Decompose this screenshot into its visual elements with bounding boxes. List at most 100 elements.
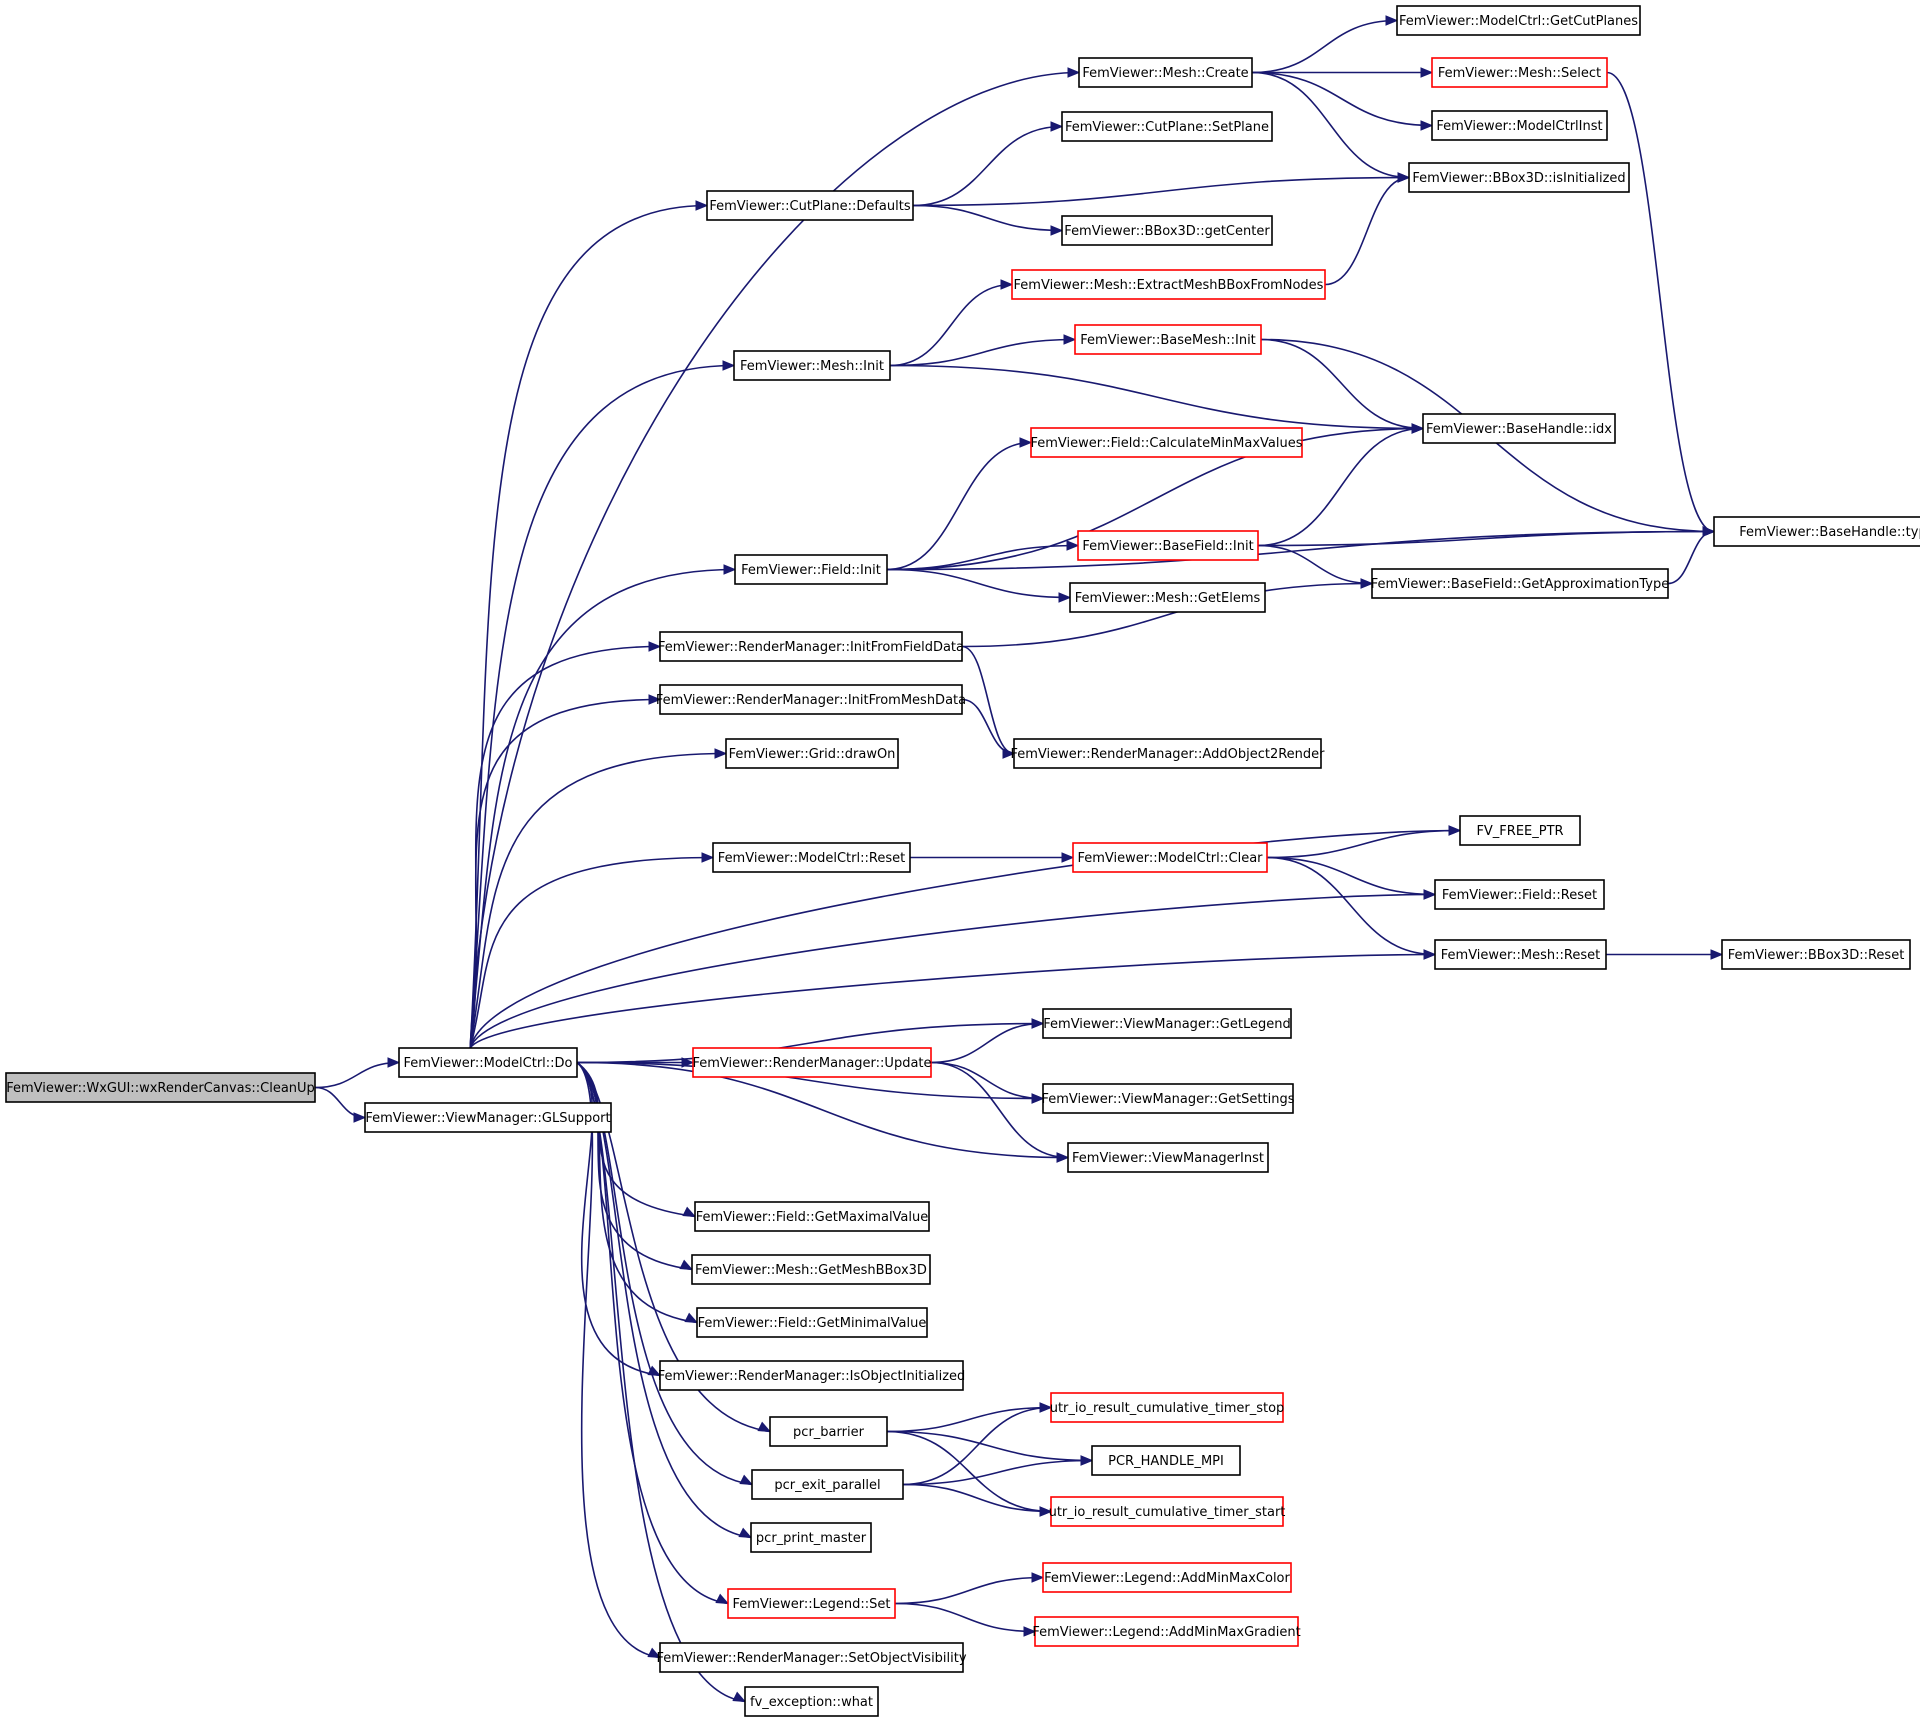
node-label: utr_io_result_cumulative_timer_stop [1050,1401,1285,1416]
node-fvexc[interactable]: fv_exception::what [744,1686,879,1717]
node-idx[interactable]: FemViewer::BaseHandle::idx [1422,413,1616,444]
node-timerstop[interactable]: utr_io_result_cumulative_timer_stop [1050,1392,1285,1423]
node-mc_reset[interactable]: FemViewer::ModelCtrl::Reset [712,842,911,873]
node-mesh_select[interactable]: FemViewer::Mesh::Select [1431,57,1608,88]
edge-line [576,1061,1044,1100]
edge-line [1251,71,1433,127]
node-getbbox[interactable]: FemViewer::Mesh::GetMeshBBox3D [691,1254,931,1285]
edge-arrowhead [1385,15,1399,26]
edge-line [469,829,1461,1049]
node-isinit[interactable]: FemViewer::BBox3D::isInitialized [1408,162,1630,193]
node-label: FemViewer::Field::GetMinimalValue [698,1316,927,1331]
node-do[interactable]: FemViewer::ModelCtrl::Do [398,1047,578,1078]
edge-line [961,582,1373,648]
node-getcenter[interactable]: FemViewer::BBox3D::getCenter [1061,215,1273,246]
edge-line [469,752,727,1049]
node-getapprox[interactable]: FemViewer::BaseField::GetApproximationTy… [1371,568,1669,599]
edge-line [912,176,1410,207]
edge-arrowhead [1360,578,1374,589]
node-addminmaxgrad[interactable]: FemViewer::Legend::AddMinMaxGradient [1032,1616,1301,1647]
node-mc_clear[interactable]: FemViewer::ModelCtrl::Clear [1072,842,1268,873]
node-label: FemViewer::WxGUI::wxRenderCanvas::CleanU… [6,1081,315,1096]
node-pcr_exit[interactable]: pcr_exit_parallel [751,1469,904,1500]
node-getmax[interactable]: FemViewer::Field::GetMaximalValue [694,1201,930,1232]
node-mesh_init[interactable]: FemViewer::Mesh::Init [733,350,891,381]
node-box [1030,427,1303,458]
edge-arrowhead [353,1112,367,1123]
node-fvfree[interactable]: FV_FREE_PTR [1459,815,1581,846]
edge-arrowhead [1710,949,1724,960]
edge-field_init-to-getelems [886,568,1072,603]
node-timerstart[interactable]: utr_io_result_cumulative_timer_start [1049,1496,1286,1527]
edge-line [912,125,1063,207]
edge-field_init-to-calcminmax [886,437,1033,571]
node-glsupport[interactable]: FemViewer::ViewManager::GLSupport [364,1102,612,1133]
node-extract[interactable]: FemViewer::Mesh::ExtractMeshBBoxFromNode… [1011,269,1326,300]
node-pcr_handle[interactable]: PCR_HANDLE_MPI [1091,1445,1241,1476]
node-label: FemViewer::Legend::AddMinMaxGradient [1032,1625,1300,1640]
node-label: pcr_exit_parallel [774,1478,880,1493]
node-calcminmax[interactable]: FemViewer::Field::CalculateMinMaxValues [1030,427,1303,458]
edge-arrowhead [1420,120,1434,131]
node-label: FemViewer::CutPlane::Defaults [709,199,910,214]
node-modelctrlinst[interactable]: FemViewer::ModelCtrlInst [1431,110,1608,141]
edge-do-to-pcr_print [576,1061,753,1539]
node-initfield[interactable]: FemViewer::RenderManager::InitFromFieldD… [658,631,964,662]
node-type[interactable]: FemViewer::BaseHandle::type [1713,516,1920,547]
node-box [659,1360,964,1391]
node-field_reset[interactable]: FemViewer::Field::Reset [1434,879,1605,910]
node-viewmgrinst[interactable]: FemViewer::ViewManagerInst [1067,1142,1269,1173]
edge-arrowhead [1058,592,1072,603]
edge-defaults-to-isinit [912,172,1411,207]
edge-mesh_init-to-basemesh_init [889,334,1077,367]
node-label: pcr_barrier [793,1425,865,1440]
node-box [1078,57,1253,88]
node-field_init[interactable]: FemViewer::Field::Init [734,554,888,585]
edge-do-to-pcr_barrier [576,1061,772,1433]
node-box [727,1588,896,1619]
edge-arrowhead [1702,526,1716,537]
node-bbox_reset[interactable]: FemViewer::BBox3D::Reset [1721,939,1911,970]
node-addminmaxcolor[interactable]: FemViewer::Legend::AddMinMaxColor [1042,1562,1292,1593]
edge-line [1266,829,1461,859]
node-initmesh[interactable]: FemViewer::RenderManager::InitFromMeshDa… [656,684,966,715]
node-root[interactable]: FemViewer::WxGUI::wxRenderCanvas::CleanU… [5,1072,316,1103]
node-label: FemViewer::ViewManagerInst [1072,1151,1264,1166]
node-getsettings[interactable]: FemViewer::ViewManager::GetSettings [1041,1083,1295,1114]
edge-arrowhead [1039,1402,1053,1413]
node-isobjinit[interactable]: FemViewer::RenderManager::IsObjectInitia… [658,1360,966,1391]
node-basemesh_init[interactable]: FemViewer::BaseMesh::Init [1074,324,1262,355]
node-getmin[interactable]: FemViewer::Field::GetMinimalValue [696,1307,928,1338]
node-setplane[interactable]: FemViewer::CutPlane::SetPlane [1061,111,1273,142]
edge-arrowhead [1056,1152,1070,1163]
edge-line [961,645,1015,755]
node-mesh_create[interactable]: FemViewer::Mesh::Create [1078,57,1253,88]
node-rm_update[interactable]: FemViewer::RenderManager::Update [692,1047,932,1078]
node-addobj[interactable]: FemViewer::RenderManager::AddObject2Rend… [1010,738,1325,769]
edge-line [1251,19,1398,74]
node-mesh_reset[interactable]: FemViewer::Mesh::Reset [1434,939,1607,970]
node-box [1074,324,1262,355]
node-pcr_barrier[interactable]: pcr_barrier [769,1416,888,1447]
node-label: FemViewer::ModelCtrl::Reset [718,851,905,866]
edge-defaults-to-setplane [912,121,1064,207]
node-label: FemViewer::Field::Init [741,563,881,578]
node-pcr_print[interactable]: pcr_print_master [750,1522,872,1553]
node-legend_set[interactable]: FemViewer::Legend::Set [727,1588,896,1619]
node-defaults[interactable]: FemViewer::CutPlane::Defaults [706,190,914,221]
edge-arrowhead [722,360,736,371]
node-box [1713,516,1920,547]
node-getcutplanes[interactable]: FemViewer::ModelCtrl::GetCutPlanes [1396,5,1641,36]
node-basefield_init[interactable]: FemViewer::BaseField::Init [1077,530,1259,561]
edge-arrowhead [1023,1626,1037,1637]
edge-line [1257,530,1715,547]
edge-do-to-mesh_create [469,67,1081,1049]
edge-basefield_init-to-idx [1257,423,1425,547]
edge-root-to-do [314,1057,401,1089]
node-setvis[interactable]: FemViewer::RenderManager::SetObjectVisib… [656,1642,967,1673]
edge-line [902,1459,1093,1486]
node-getelems[interactable]: FemViewer::Mesh::GetElems [1069,582,1266,613]
node-drawon[interactable]: FemViewer::Grid::drawOn [725,738,899,769]
node-getlegend[interactable]: FemViewer::ViewManager::GetLegend [1042,1008,1292,1039]
edge-line [576,1061,696,1218]
